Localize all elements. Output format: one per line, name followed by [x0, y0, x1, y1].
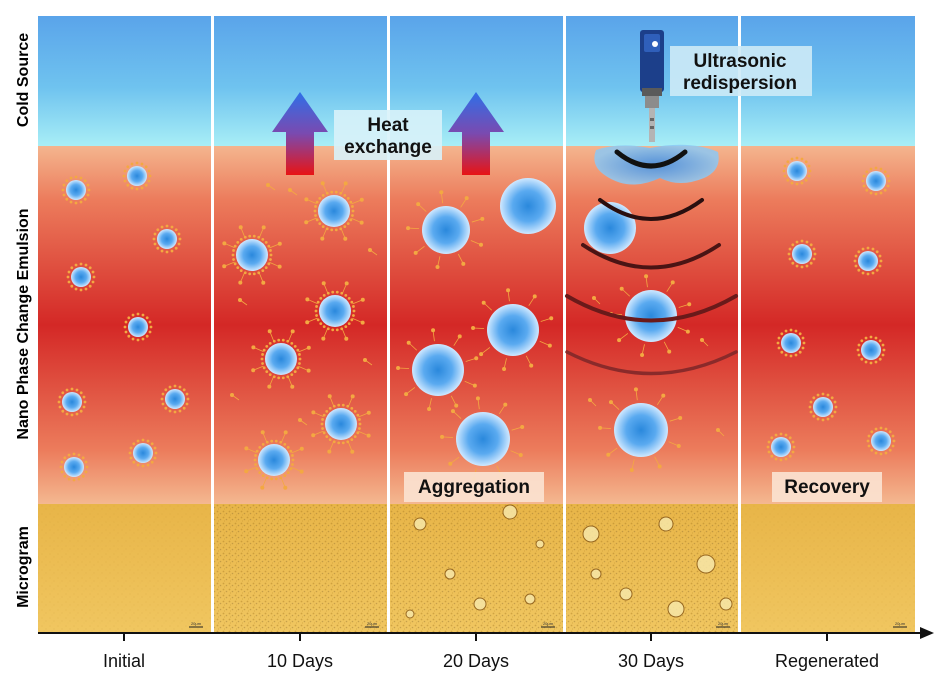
surfactant: [592, 296, 601, 305]
micrograph-label: Microgram: [15, 526, 32, 608]
droplet: [584, 202, 636, 254]
droplet: [866, 426, 896, 456]
droplet: [808, 392, 838, 422]
droplet: [782, 156, 812, 186]
surfactant: [266, 183, 276, 191]
droplet: [123, 312, 153, 342]
droplet: [406, 190, 485, 270]
droplet: [128, 438, 158, 468]
timeline-arrow-icon: [38, 627, 934, 639]
ultrasonic-probe-icon: [640, 30, 664, 142]
surfactant: [230, 393, 240, 401]
recovery-label: Recovery: [784, 477, 870, 498]
droplet: [776, 328, 806, 358]
ultrasonic-label-line2: redispersion: [683, 73, 797, 94]
droplet: [304, 181, 364, 241]
surfactant: [368, 248, 378, 256]
panel-regenerated: 20μm: [741, 16, 915, 632]
stage-label-initial: Initial: [103, 651, 145, 671]
droplet: [305, 281, 365, 341]
droplet: [57, 387, 87, 417]
up-arrow-icon: [272, 92, 328, 175]
stage-label-regenerated: Regenerated: [775, 651, 879, 671]
droplet: [66, 262, 96, 292]
emulsion-region: [38, 146, 211, 504]
droplet: [856, 335, 886, 365]
droplet: [598, 387, 683, 472]
scale-bar-label: 20μm: [895, 621, 906, 626]
droplet: [222, 225, 282, 285]
stage-label-30-days: 30 Days: [618, 651, 684, 671]
droplet: [152, 224, 182, 254]
heat-exchange-label-line1: Heat: [367, 115, 409, 136]
scale-bar-label: 20μm: [191, 621, 202, 626]
surfactant: [238, 298, 248, 306]
droplet: [61, 175, 91, 205]
surfactant: [588, 398, 597, 407]
emulsion-region: [214, 146, 387, 504]
panel-10-days: 20μm: [214, 16, 387, 632]
scale-bar-label: 20μm: [367, 621, 378, 626]
droplet: [396, 328, 479, 411]
cold-source-label: Cold Source: [15, 33, 32, 127]
droplet: [471, 288, 554, 371]
droplet: [244, 430, 304, 490]
surfactant: [700, 338, 709, 347]
panel-initial: 20μm: [38, 16, 211, 632]
droplet: [311, 394, 371, 454]
droplet: [500, 178, 556, 234]
stage-label-20-days: 20 Days: [443, 651, 509, 671]
surfactant: [716, 428, 725, 437]
droplet: [59, 452, 89, 482]
heat-exchange-label-line2: exchange: [344, 137, 432, 158]
droplet: [122, 161, 152, 191]
droplet: [766, 432, 796, 462]
ultrasonic-label-line1: Ultrasonic: [694, 51, 787, 72]
emulsion-label: Nano Phase Change Emulsion: [15, 208, 32, 439]
surfactant: [288, 188, 298, 196]
ultrasonic-waves: [565, 144, 738, 376]
stage-label-10-days: 10 Days: [267, 651, 333, 671]
cold-source-region: [38, 16, 211, 146]
droplet: [853, 246, 883, 276]
aggregation-label: Aggregation: [418, 477, 530, 498]
droplet: [861, 166, 891, 196]
surfactant: [363, 358, 373, 366]
droplet: [160, 384, 190, 414]
surfactant: [298, 418, 308, 426]
droplet: [251, 329, 311, 389]
scale-bar-label: 20μm: [718, 621, 729, 626]
scale-bar-label: 20μm: [543, 621, 554, 626]
droplet: [787, 239, 817, 269]
up-arrow-icon: [448, 92, 504, 175]
